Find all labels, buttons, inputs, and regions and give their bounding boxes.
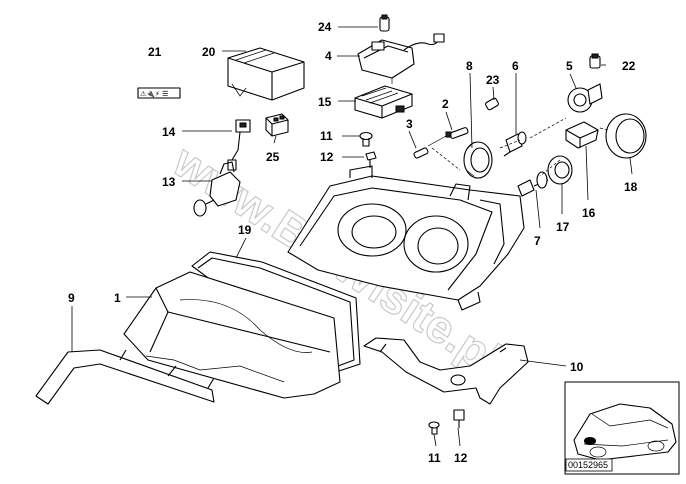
part-1-lens[interactable] — [123, 271, 341, 399]
part-25-plug[interactable] — [265, 113, 289, 137]
part-10-bracket[interactable] — [363, 337, 529, 405]
callout-1: 1 — [114, 291, 121, 305]
part-21-label-sticker[interactable]: ⚠🔌⚡ ☰ — [137, 87, 181, 99]
callout-22: 22 — [622, 59, 636, 73]
part-12-screw-bottom[interactable] — [453, 409, 465, 428]
callout-9: 9 — [68, 291, 75, 305]
headlight-housing[interactable] — [287, 165, 525, 311]
callout-12-top: 12 — [320, 150, 334, 164]
callout-11-bottom: 11 — [428, 451, 441, 465]
part-16-side-lamp[interactable] — [565, 121, 599, 149]
part-8-seal-ring[interactable] — [463, 141, 493, 179]
callout-7: 7 — [534, 234, 541, 248]
part-20-box[interactable] — [227, 47, 305, 101]
part-5-bulb-cap[interactable] — [567, 83, 603, 113]
callout-5: 5 — [566, 59, 573, 73]
callout-23: 23 — [486, 73, 500, 87]
callout-3: 3 — [406, 117, 413, 131]
callout-14: 14 — [162, 125, 176, 139]
callout-21: 21 — [148, 45, 162, 59]
part-9-trim-strip[interactable] — [35, 349, 215, 405]
callout-4: 4 — [325, 49, 332, 63]
callout-24: 24 — [318, 20, 332, 34]
part-11-clip-bottom[interactable] — [428, 421, 440, 435]
part-11-clip-top[interactable] — [359, 131, 373, 147]
part-14-socket-wire[interactable] — [227, 119, 251, 171]
callout-12-bottom: 12 — [454, 451, 468, 465]
part-2-bulb[interactable] — [445, 127, 469, 139]
callout-15: 15 — [318, 95, 332, 109]
callout-16: 16 — [582, 206, 596, 220]
highlight-marker — [584, 437, 596, 445]
part-18-round-cover[interactable] — [605, 113, 647, 159]
diagram-code: 00152965 — [568, 460, 608, 470]
part-6-main-bulb[interactable] — [503, 131, 527, 157]
sticker-text: ⚠🔌⚡ ☰ — [140, 89, 168, 98]
part-24-connector[interactable] — [379, 14, 390, 32]
callout-13: 13 — [162, 175, 176, 189]
part-3-bulb[interactable] — [413, 135, 447, 159]
callout-18: 18 — [624, 180, 638, 194]
callout-11-top: 11 — [320, 129, 333, 143]
part-15-control-unit[interactable] — [354, 85, 413, 119]
part-23-bulb[interactable] — [484, 97, 500, 111]
part-12-screw-top[interactable] — [365, 151, 377, 168]
part-22-connector[interactable] — [589, 53, 601, 69]
assembly-lines — [431, 117, 609, 177]
part-13-lamp-socket[interactable] — [193, 161, 241, 217]
car-location-inset: 00152965 — [564, 381, 680, 475]
callout-25: 25 — [266, 150, 280, 164]
part-4-ignition-module[interactable] — [357, 33, 445, 84]
callout-10: 10 — [570, 360, 584, 374]
leader-lines — [71, 26, 633, 447]
callout-20: 20 — [202, 45, 216, 59]
callout-2: 2 — [442, 97, 449, 111]
callout-19: 19 — [238, 223, 252, 237]
callout-6: 6 — [512, 59, 519, 73]
callout-8: 8 — [466, 59, 473, 73]
callout-17: 17 — [556, 220, 570, 234]
part-7-bulb[interactable] — [517, 171, 549, 197]
